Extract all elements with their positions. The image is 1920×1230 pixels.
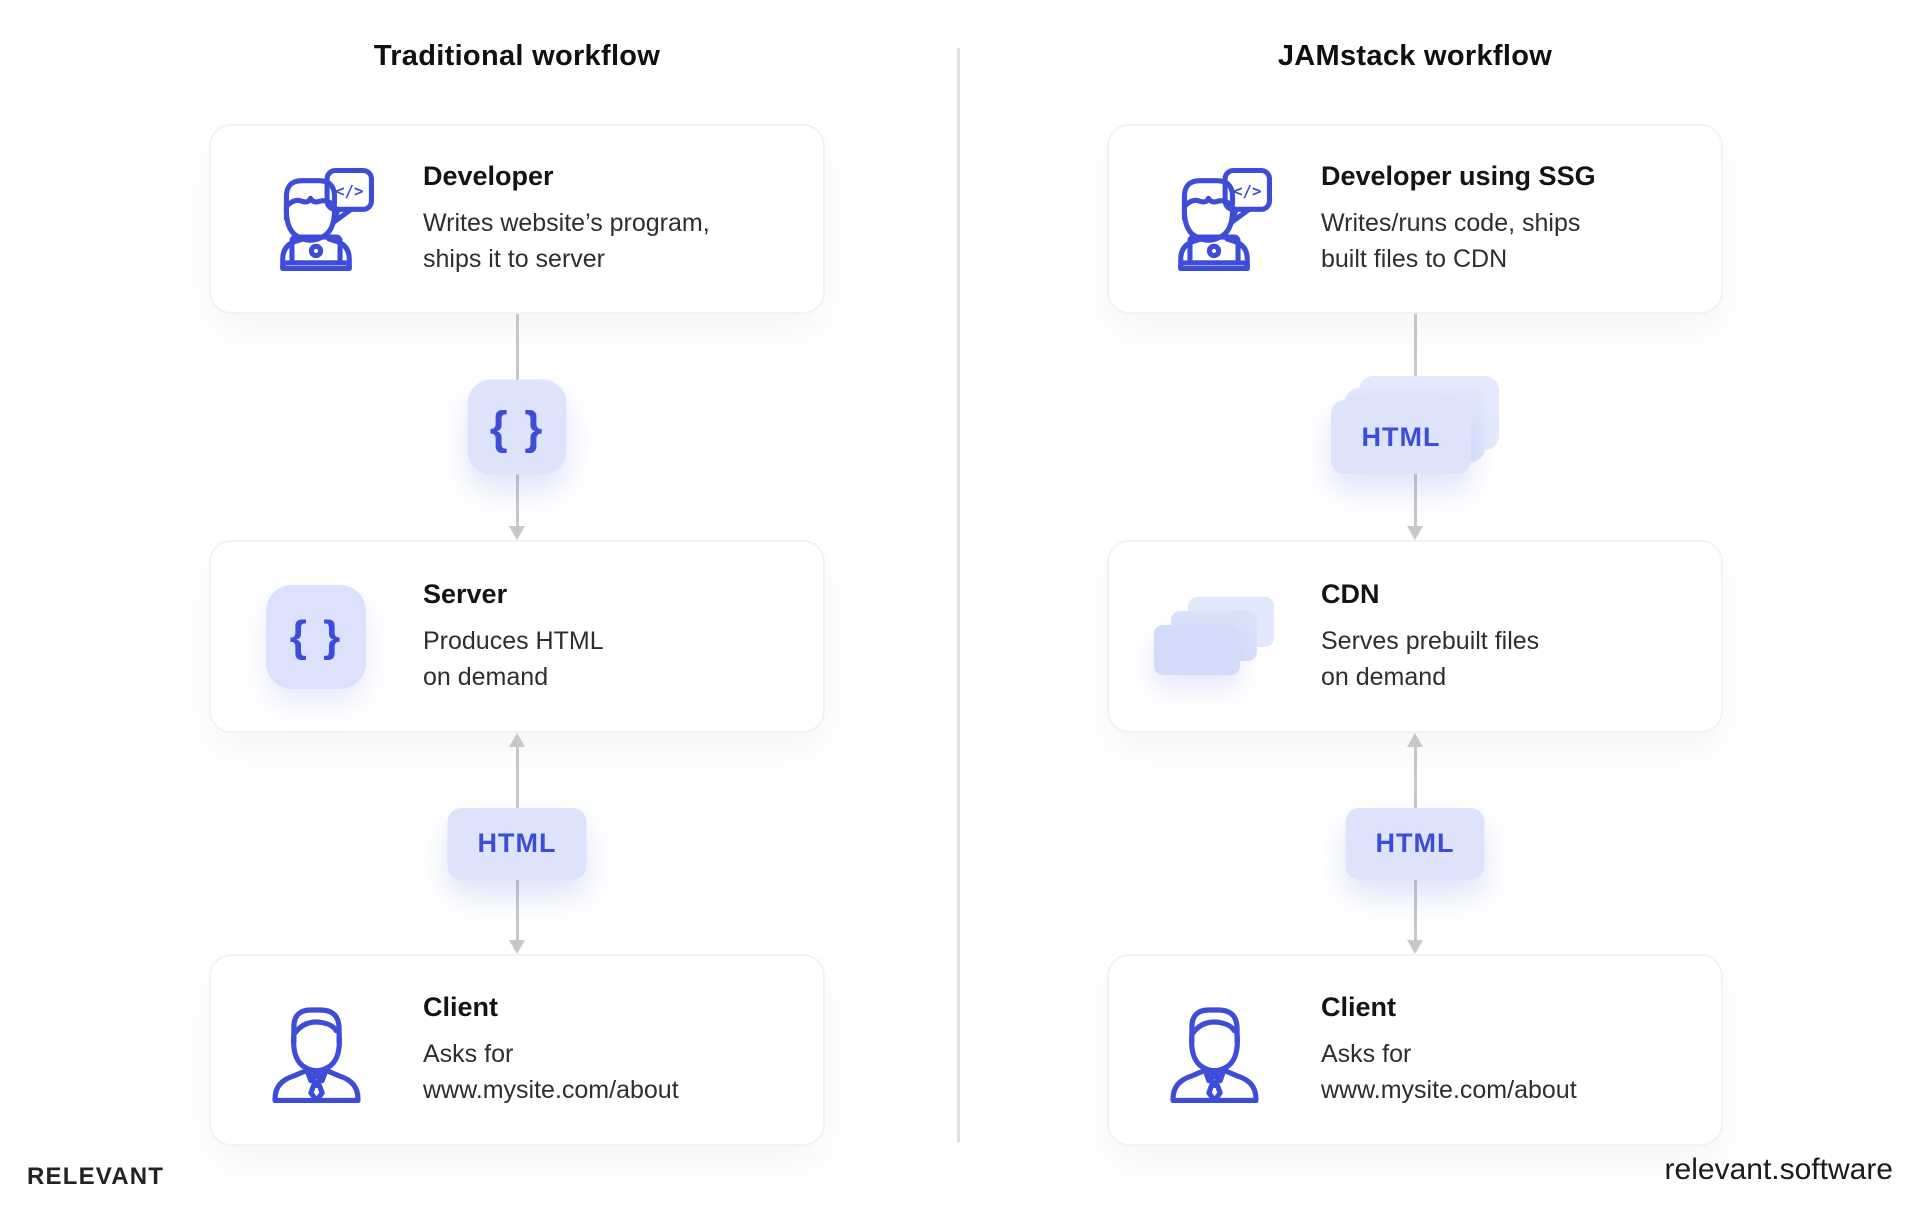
stack-layer-front: HTML xyxy=(1331,400,1471,475)
card-heading: Developer xyxy=(423,161,554,191)
card-heading: Client xyxy=(1321,992,1397,1022)
connector-cdn-client: HTML xyxy=(1107,733,1723,954)
server-card-text: Server Produces HTML on demand xyxy=(423,579,793,695)
card-body: Asks for www.mysite.com/about xyxy=(423,1040,679,1104)
html-badge-label: HTML xyxy=(1361,421,1441,452)
server-card: { } Server Produces HTML on demand xyxy=(209,540,825,733)
developer-ssg-card-text: Developer using SSG Writes/runs code, sh… xyxy=(1321,161,1691,277)
jamstack-column-title: JAMstack workflow xyxy=(1277,40,1553,72)
cdn-stack-icon xyxy=(1149,596,1279,677)
arrow-up-icon xyxy=(509,733,525,747)
html-badge-label: HTML xyxy=(1375,828,1455,858)
braces-glyph: { } xyxy=(289,611,343,661)
braces-badge: { } xyxy=(467,379,567,475)
card-body: Writes/runs code, ships built files to C… xyxy=(1321,209,1581,273)
relevant-logo: RELEVANT xyxy=(27,1163,165,1190)
connector-developer-to-cdn: HTML xyxy=(1107,314,1723,540)
cdn-card: CDN Serves prebuilt files on demand xyxy=(1107,540,1723,733)
developer-card: </> Developer Writes website’s program, … xyxy=(209,124,825,314)
html-badge: HTML xyxy=(1345,807,1485,880)
traditional-column-title: Traditional workflow xyxy=(373,40,661,72)
arrow-up-icon xyxy=(1407,733,1423,747)
developer-ssg-card: </> Developer using SSG Writes/runs code… xyxy=(1107,124,1723,314)
connector-developer-to-server: { } xyxy=(209,314,825,540)
client-card: Client Asks for www.mysite.com/about xyxy=(1107,954,1723,1146)
client-card-text: Client Asks for www.mysite.com/about xyxy=(423,992,793,1108)
arrow-down-icon xyxy=(509,940,525,954)
cdn-layer xyxy=(1154,624,1240,675)
card-heading: Developer using SSG xyxy=(1321,161,1596,191)
card-heading: Client xyxy=(423,992,499,1022)
developer-card-text: Developer Writes website’s program, ship… xyxy=(423,161,793,277)
server-braces-icon: { } xyxy=(251,584,381,689)
svg-text:</>: </> xyxy=(1233,181,1261,200)
divider xyxy=(957,48,960,1142)
html-badge: HTML xyxy=(447,807,587,880)
card-body: Produces HTML on demand xyxy=(423,626,604,691)
client-icon xyxy=(1149,993,1279,1108)
card-body: Asks for www.mysite.com/about xyxy=(1321,1040,1577,1104)
arrow-down-icon xyxy=(1407,526,1423,540)
developer-icon: </> xyxy=(251,163,381,276)
jamstack-workflow-column: JAMstack workflow xyxy=(1107,0,1723,1150)
client-icon xyxy=(251,993,381,1108)
card-body: Serves prebuilt files on demand xyxy=(1321,626,1540,691)
developer-icon: </> xyxy=(1149,163,1279,276)
cdn-card-text: CDN Serves prebuilt files on demand xyxy=(1321,579,1691,695)
arrow-down-icon xyxy=(1407,940,1423,954)
card-heading: CDN xyxy=(1321,578,1380,609)
braces-glyph: { } xyxy=(489,401,545,453)
client-card: Client Asks for www.mysite.com/about xyxy=(209,954,825,1146)
html-stack-badge: HTML xyxy=(1331,376,1499,475)
client-card-text: Client Asks for www.mysite.com/about xyxy=(1321,992,1691,1108)
website-text: relevant.software xyxy=(1664,1153,1893,1186)
card-body: Writes website’s program, ships it to se… xyxy=(423,209,710,273)
card-heading: Server xyxy=(423,578,508,609)
svg-text:</>: </> xyxy=(335,181,363,200)
arrow-down-icon xyxy=(509,526,525,540)
html-badge-label: HTML xyxy=(477,828,557,858)
connector-server-client: HTML xyxy=(209,733,825,954)
traditional-workflow-column: Traditional workflow xyxy=(209,0,825,1150)
